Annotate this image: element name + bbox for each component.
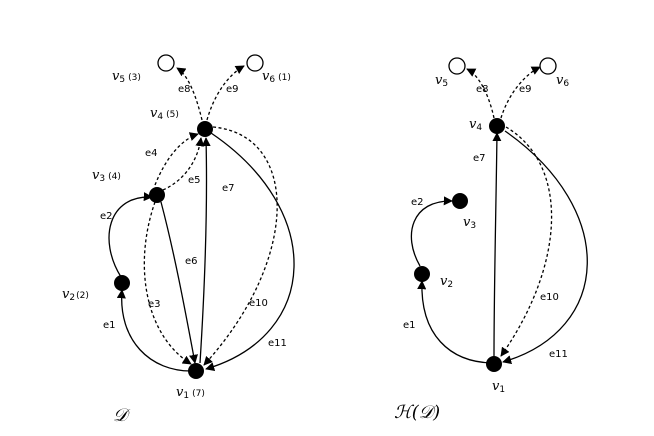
elabel-hd-e8: e8 — [476, 84, 489, 95]
elabel-d-e6: e6 — [185, 256, 198, 267]
node-d-v3 — [149, 187, 165, 203]
node-hd-v6 — [539, 57, 557, 75]
edge-d-e4 — [154, 132, 199, 186]
graph-title-hd: ℋ(𝒟) — [394, 402, 440, 423]
label-d-v6: v6(1) — [262, 69, 291, 85]
node-d-v1 — [188, 363, 204, 379]
elabel-hd-e11: e11 — [549, 349, 568, 360]
elabel-d-e11: e11 — [268, 338, 287, 349]
graph-hd: v5 v6 v4 v3 v2 v1 e1 e2 e7 e8 e9 e10 e11… — [394, 57, 588, 423]
elabel-d-e2: e2 — [100, 211, 113, 222]
node-hd-v5 — [448, 57, 466, 75]
edge-d-e8 — [176, 67, 203, 121]
graph-d: v5(3) v6(1) v4(5) v3(4) v2(2) v1(7) e1 e… — [62, 54, 295, 426]
edge-hd-e10 — [500, 126, 553, 357]
edge-d-e2 — [108, 192, 153, 278]
elabel-hd-e9: e9 — [519, 84, 532, 95]
node-hd-v1 — [486, 356, 502, 372]
elabel-d-e4: e4 — [145, 148, 158, 159]
edge-d-e5 — [162, 137, 205, 191]
edge-d-e6 — [160, 201, 198, 364]
node-d-v6 — [246, 54, 264, 72]
edge-d-e11 — [205, 132, 295, 372]
label-d-v5: v5(3) — [112, 69, 141, 85]
node-hd-v2 — [414, 266, 430, 282]
elabel-d-e3: e3 — [148, 299, 161, 310]
node-d-v4 — [197, 121, 213, 137]
label-d-v4: v4(5) — [150, 106, 179, 122]
label-hd-v5: v5 — [435, 73, 448, 89]
elabel-d-e7: e7 — [222, 183, 235, 194]
label-hd-v1: v1 — [492, 379, 505, 395]
edge-d-e10 — [203, 126, 278, 366]
edge-hd-e9 — [500, 66, 541, 119]
label-hd-v4: v4 — [469, 117, 482, 133]
elabel-d-e5: e5 — [188, 175, 201, 186]
elabel-d-e1: e1 — [103, 320, 116, 331]
edge-d-e3 — [143, 201, 192, 365]
edge-d-e1 — [116, 289, 194, 372]
label-d-v3: v3(4) — [92, 168, 121, 184]
edge-hd-e2 — [410, 196, 453, 267]
elabel-hd-e7: e7 — [473, 153, 486, 164]
edge-hd-e1 — [417, 280, 493, 364]
label-hd-v3: v3 — [463, 215, 476, 231]
edge-hd-e11 — [502, 130, 588, 365]
elabel-d-e10: e10 — [249, 298, 268, 309]
label-hd-v2: v2 — [440, 274, 453, 290]
edge-hd-e7 — [492, 132, 502, 358]
node-d-v2 — [114, 275, 130, 291]
node-d-v5 — [157, 54, 175, 72]
edge-d-e7 — [199, 137, 211, 364]
elabel-hd-e2: e2 — [411, 197, 424, 208]
node-hd-v3 — [452, 193, 468, 209]
elabel-d-e8: e8 — [178, 84, 191, 95]
edge-hd-e8 — [466, 68, 495, 119]
edge-d-e9 — [206, 65, 245, 121]
graph-title-d: 𝒟 — [113, 405, 131, 426]
label-d-v2: v2(2) — [62, 287, 89, 303]
elabel-hd-e1: e1 — [403, 320, 416, 331]
node-hd-v4 — [489, 118, 505, 134]
label-d-v1: v1(7) — [176, 385, 205, 401]
elabel-d-e9: e9 — [226, 84, 239, 95]
elabel-hd-e10: e10 — [540, 292, 559, 303]
label-hd-v6: v6 — [556, 73, 569, 89]
